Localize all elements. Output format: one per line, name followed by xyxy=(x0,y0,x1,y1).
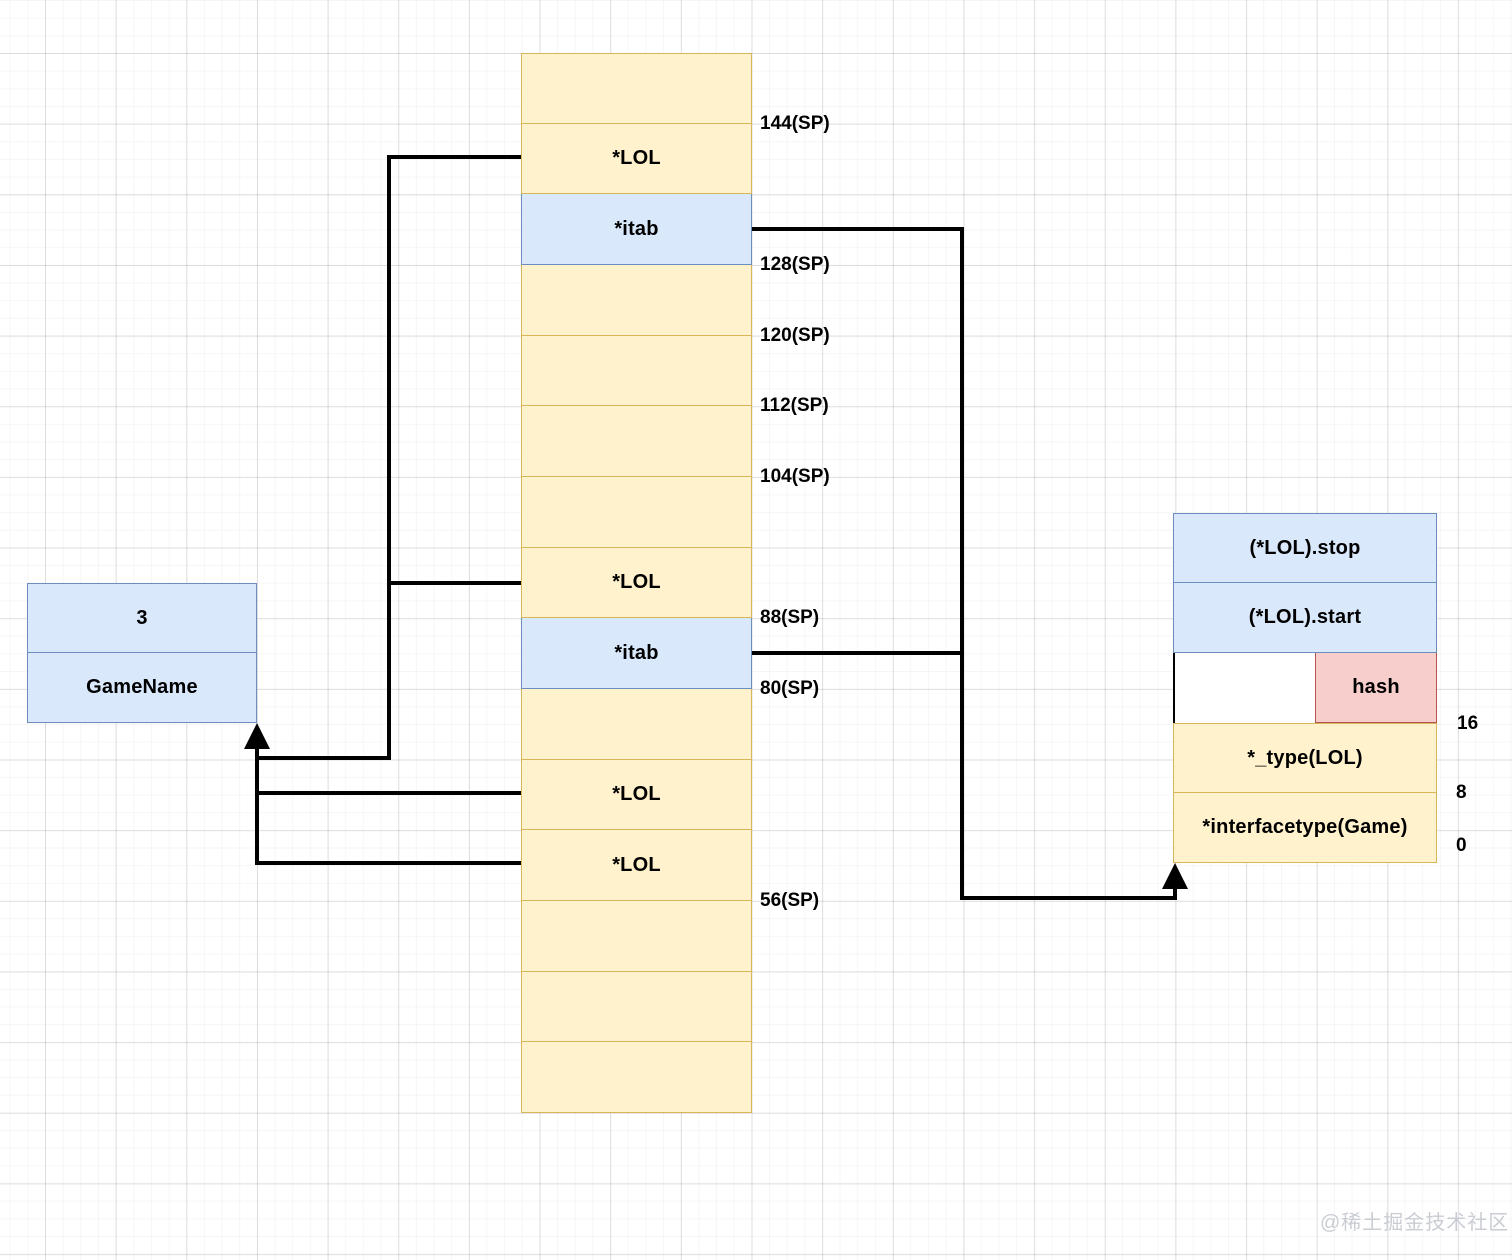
value-box: 3 GameName xyxy=(27,583,257,723)
value-box-name-cell: GameName xyxy=(27,653,257,723)
connector-lol-lower2-horizontal xyxy=(255,861,522,865)
sp-offset-label: 88(SP) xyxy=(760,607,820,629)
stack-column: 144(SP) *LOL *itab 128(SP) 120(SP) 112(SP… xyxy=(521,53,830,1113)
itab-offset-8: 8 xyxy=(1456,782,1467,803)
itab-stop-cell: (*LOL).stop xyxy=(1173,513,1437,583)
stack-cell-label: *LOL xyxy=(612,570,661,593)
watermark-text: @稀土掘金技术社区 xyxy=(1320,1212,1510,1234)
connector-itab-mid-horizontal xyxy=(752,651,964,655)
stack-cell-itab: *itab 128(SP) xyxy=(521,194,830,275)
itab-interfacetype-cell: *interfacetype(Game) 0 xyxy=(1173,793,1467,863)
itab-start-label: (*LOL).start xyxy=(1248,606,1362,628)
stack-cell: 144(SP) xyxy=(521,53,830,134)
itab-type-cell: *_type(LOL) 8 xyxy=(1173,723,1467,803)
sp-offset-label: 80(SP) xyxy=(760,677,820,699)
stack-cell-label: *itab xyxy=(614,217,659,240)
sp-offset-label: 56(SP) xyxy=(760,889,820,911)
sp-offset-label: 104(SP) xyxy=(760,465,830,487)
itab-structure-box: (*LOL).stop (*LOL).start hash 16 *_type(… xyxy=(1173,513,1478,863)
value-box-length-cell: 3 xyxy=(27,583,257,653)
itab-type-label: *_type(LOL) xyxy=(1247,746,1363,769)
stack-cell xyxy=(521,900,752,972)
stack-cell: 104(SP) xyxy=(521,406,830,487)
itab-offset-16: 16 xyxy=(1457,713,1479,734)
connector-lol-lower1-horizontal xyxy=(255,791,522,795)
stack-cell xyxy=(521,971,752,1043)
stack-cell xyxy=(521,476,752,548)
stack-cell xyxy=(521,688,752,760)
itab-start-cell: (*LOL).start xyxy=(1173,583,1437,653)
itab-hash-cell: hash xyxy=(1315,653,1437,723)
stack-cell-lol: *LOL xyxy=(521,759,752,831)
sp-offset-label: 128(SP) xyxy=(760,253,830,275)
sp-offset-label: 120(SP) xyxy=(760,324,830,346)
stack-cell-label: *LOL xyxy=(612,782,661,805)
itab-padding-cell xyxy=(1173,653,1315,723)
connector-lol-top-horizontal xyxy=(387,155,522,159)
itab-offset-0: 0 xyxy=(1456,835,1467,856)
stack-cell-itab: *itab 80(SP) xyxy=(521,618,819,699)
connector-itab-arrow-stub xyxy=(1173,884,1177,900)
connector-right-vertical xyxy=(960,227,964,900)
stack-cell-label: *itab xyxy=(614,641,659,664)
connector-left-bottom-horizontal xyxy=(255,756,391,760)
sp-offset-label: 144(SP) xyxy=(760,112,830,134)
sp-offset-label: 112(SP) xyxy=(760,395,829,417)
stack-cell: 120(SP) xyxy=(521,264,830,346)
arrow-to-itab-box xyxy=(1162,863,1188,889)
stack-cell-lol: *LOL 88(SP) xyxy=(521,547,819,628)
itab-hash-row: hash 16 xyxy=(1173,653,1478,734)
itab-hash-label: hash xyxy=(1352,676,1400,698)
stack-cell xyxy=(521,1042,752,1113)
stack-cell-lol: *LOL xyxy=(521,123,752,195)
connector-itab-top-horizontal xyxy=(752,227,964,231)
itab-interfacetype-label: *interfacetype(Game) xyxy=(1202,816,1408,838)
value-box-length-label: 3 xyxy=(136,606,148,629)
stack-cell-label: *LOL xyxy=(612,146,661,169)
arrow-to-value-box xyxy=(244,723,270,749)
itab-stop-label: (*LOL).stop xyxy=(1249,536,1361,559)
connector-right-bottom-horizontal xyxy=(960,896,1177,900)
value-box-name-label: GameName xyxy=(86,676,198,698)
connector-merge-vertical xyxy=(255,745,259,865)
stack-cell-label: *LOL xyxy=(612,853,661,876)
connector-left-vertical xyxy=(387,155,391,760)
stack-cell-lol: *LOL 56(SP) xyxy=(521,830,819,911)
connector-lol-mid-horizontal xyxy=(387,581,522,585)
stack-cell: 112(SP) xyxy=(521,335,829,416)
